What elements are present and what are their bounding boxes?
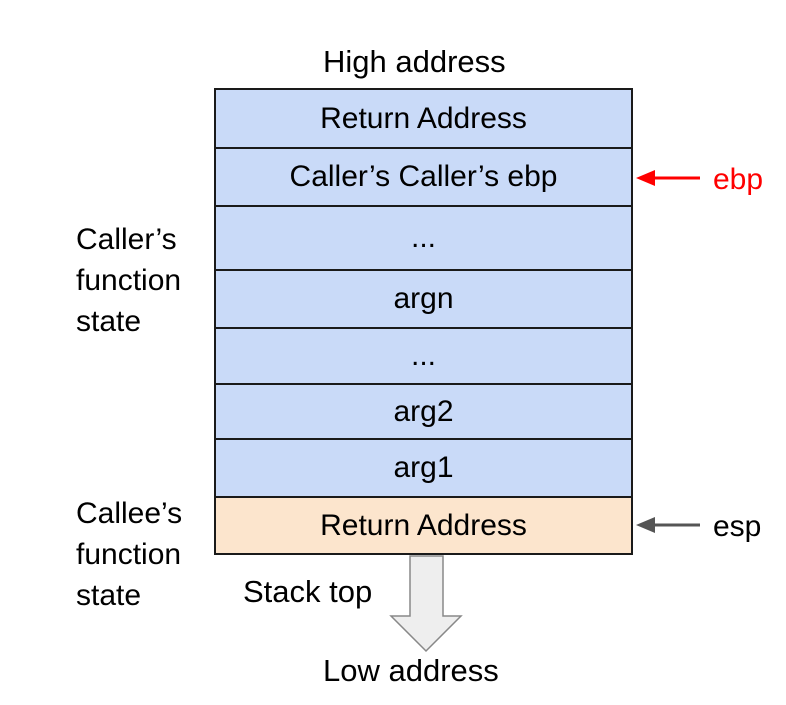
esp-arrow [636, 517, 700, 533]
stack-cell-label: Caller’s Caller’s ebp [289, 160, 558, 193]
stack-top-label: Stack top [243, 574, 373, 609]
stack-cell-label: argn [393, 282, 454, 315]
callee-function-state-label: Callee’s function state [76, 497, 183, 612]
high-address-label: High address [323, 44, 506, 79]
ebp-pointer-label: ebp [713, 163, 764, 196]
stack-frame-diagram: Return Address Caller’s Caller’s ebp ...… [214, 88, 633, 555]
stack-cell-ellipsis-lower: ... [214, 327, 633, 385]
stack-growth-arrow [389, 555, 463, 653]
stack-cell-saved-ebp: Caller’s Caller’s ebp [214, 147, 633, 207]
stack-cell-arg2: arg2 [214, 383, 633, 440]
low-address-label: Low address [323, 653, 499, 688]
esp-pointer-label: esp [713, 510, 762, 543]
stack-cell-return-address-caller: Return Address [214, 88, 633, 149]
stack-cell-label: ... [410, 339, 436, 372]
stack-cell-ellipsis-upper: ... [214, 205, 633, 271]
stack-cell-return-address-callee: Return Address [214, 496, 633, 555]
stack-cell-label: arg1 [393, 451, 454, 484]
stack-cell-label: Return Address [320, 508, 527, 542]
stack-cell-label: Return Address [320, 101, 527, 135]
stack-cell-label: ... [410, 221, 436, 254]
ebp-arrow [636, 170, 700, 186]
caller-function-state-label: Caller’s function state [76, 223, 182, 338]
stack-cell-label: arg2 [393, 394, 454, 428]
